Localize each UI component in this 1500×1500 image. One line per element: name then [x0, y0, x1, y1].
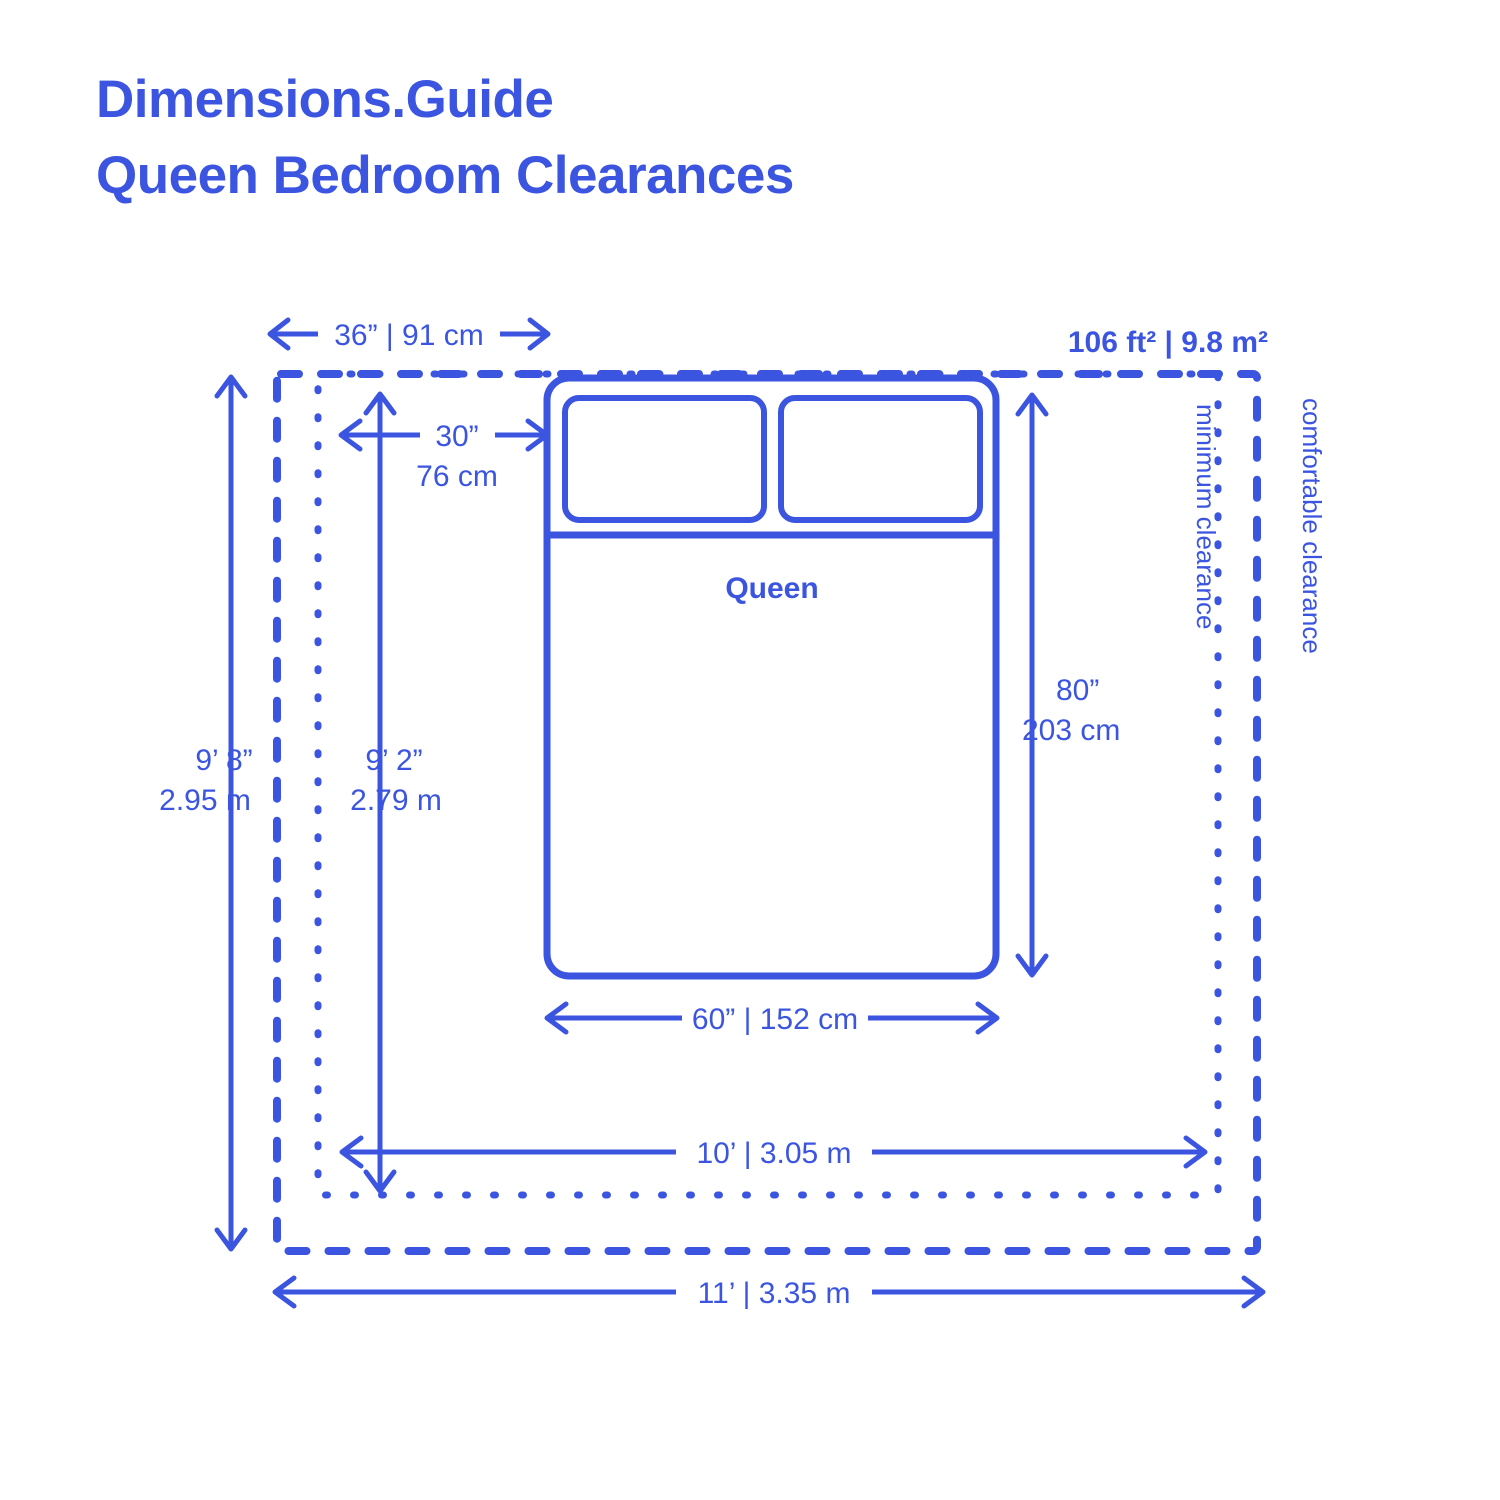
inner-room-width-label: 10’ | 3.05 m: [696, 1137, 851, 1170]
bed-mattress: [543, 374, 1000, 980]
comfortable-clearance-label: comfortable clearance: [1297, 398, 1327, 654]
outer-room-height-dimension: 9’ 8” 2.95 m: [159, 374, 253, 1252]
pillow-left: [562, 395, 767, 523]
pillow-right: [778, 395, 983, 523]
outer-room-width-dimension: 11’ | 3.35 m: [272, 1275, 1266, 1310]
inner-room-height-dimension: 9’ 2” 2.79 m: [350, 391, 442, 1194]
top-clearance-dimension: 36” | 91 cm: [267, 317, 551, 352]
side-clearance-dimension: 30” 76 cm: [338, 418, 550, 493]
top-clearance-label: 36” | 91 cm: [334, 319, 484, 352]
bed-length-cm-label: 203 cm: [1022, 714, 1120, 747]
outer-room-width-label: 11’ | 3.35 m: [698, 1277, 851, 1310]
bed-width-dimension: 60” | 152 cm: [544, 1001, 1000, 1036]
bed-length-in-label: 80”: [1056, 674, 1099, 707]
minimum-clearance-label: minimum clearance: [1191, 404, 1221, 629]
bed-label: Queen: [725, 572, 818, 605]
bed-width-label: 60” | 152 cm: [692, 1003, 858, 1036]
page-title: Dimensions.Guide Queen Bedroom Clearance…: [96, 62, 794, 214]
brand-name: Dimensions.Guide: [96, 70, 554, 129]
inner-room-height-ft-label: 9’ 2”: [365, 744, 422, 777]
minimum-clearance-boundary: [314, 370, 1222, 1199]
side-clearance-in-label: 30”: [435, 420, 478, 453]
diagram-title: Queen Bedroom Clearances: [96, 146, 794, 205]
outer-room-height-ft-label: 9’ 8”: [195, 744, 252, 777]
bed-length-dimension: 80” 203 cm: [1015, 392, 1120, 978]
area-label: 106 ft² | 9.8 m²: [1068, 326, 1268, 359]
side-clearance-cm-label: 76 cm: [416, 460, 498, 493]
inner-room-width-dimension: 10’ | 3.05 m: [339, 1135, 1208, 1170]
inner-room-height-m-label: 2.79 m: [350, 784, 442, 817]
outer-room-height-m-label: 2.95 m: [159, 784, 251, 817]
